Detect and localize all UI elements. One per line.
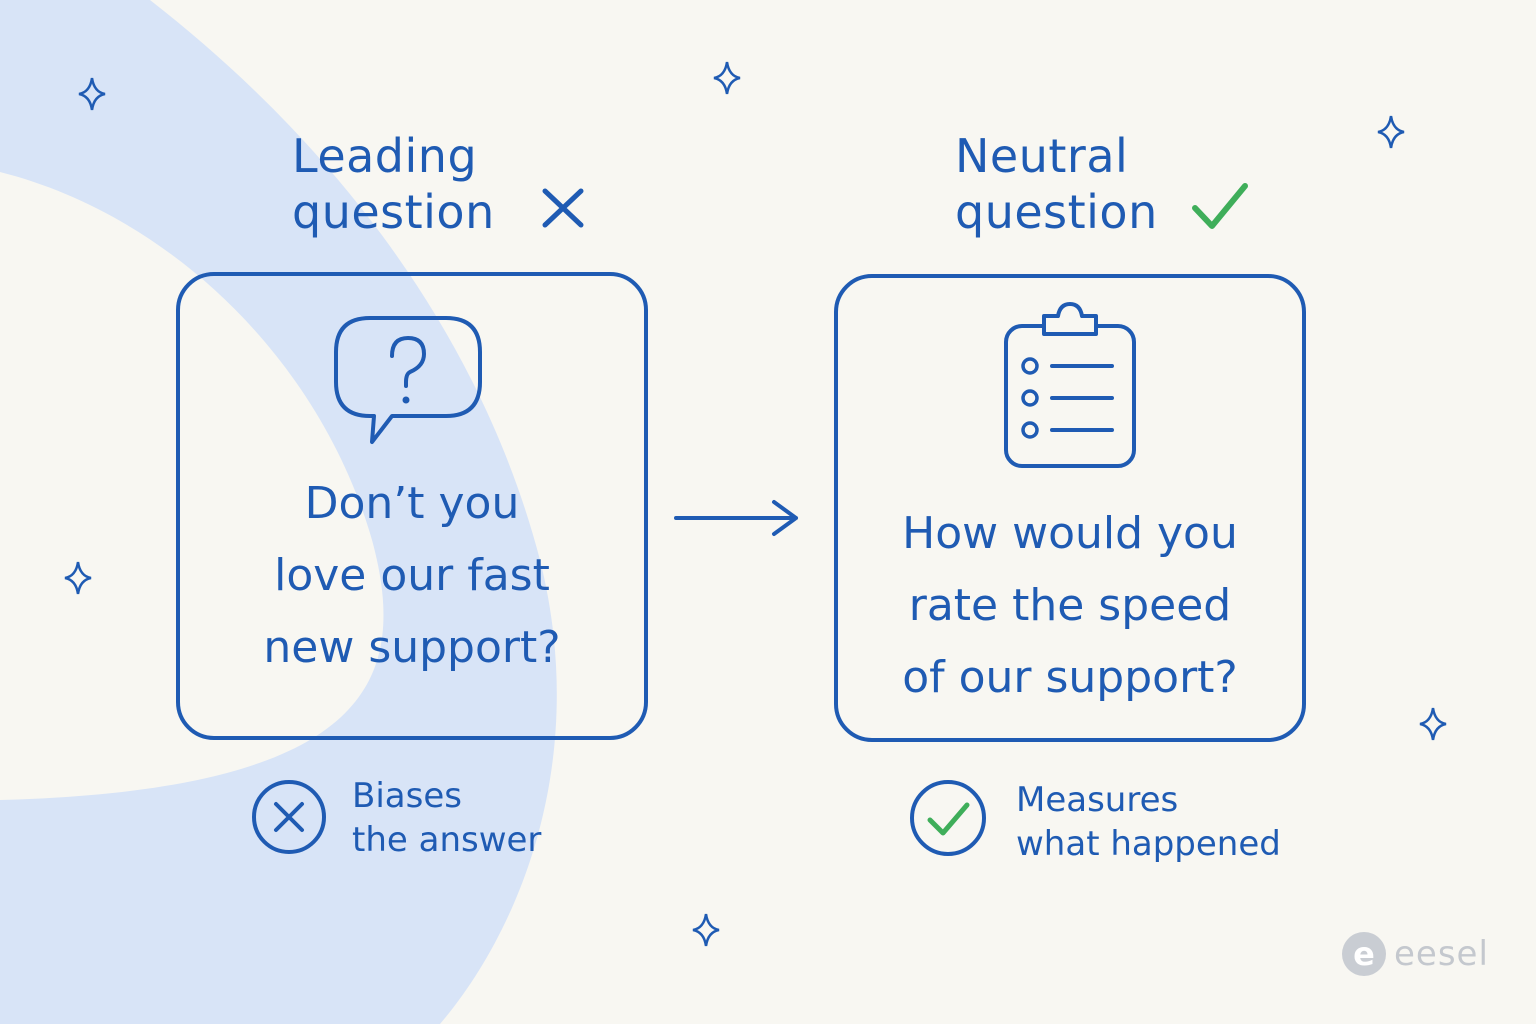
left-heading-line-1: Leading [292,129,478,183]
sparkle-icon [713,61,741,95]
x-circle-icon [252,780,326,854]
right-heading: Neutral question [955,128,1158,240]
right-verdict-line-2: what happened [1016,824,1281,864]
right-heading-line-1: Neutral [955,129,1129,183]
x-icon [542,188,584,228]
left-verdict-line-1: Biases [352,776,462,816]
eesel-logo-icon: e [1342,932,1386,976]
check-circle-icon [910,780,986,856]
question-speech-bubble-icon [334,316,482,444]
sparkle-icon [78,77,106,111]
left-verdict: Biases the answer [352,774,541,862]
check-icon [1192,183,1248,229]
neutral-question-card: How would you rate the speed of our supp… [834,274,1306,742]
right-verdict: Measures what happened [1016,778,1281,866]
leading-question-line-1: Don’t you [304,478,520,529]
sparkle-icon [692,913,720,947]
left-heading: Leading question [292,128,495,240]
neutral-question-line-1: How would you [902,508,1238,559]
clipboard-checklist-icon [1004,302,1136,468]
neutral-question-line-3: of our support? [902,652,1238,703]
brand-name: eesel [1394,934,1489,974]
brand-logo: e eesel [1342,932,1489,976]
leading-question-text: Don’t you love our fast new support? [180,468,644,684]
neutral-question-text: How would you rate the speed of our supp… [838,498,1302,714]
right-heading-line-2: question [955,185,1158,239]
left-verdict-line-2: the answer [352,820,542,860]
leading-question-card: Don’t you love our fast new support? [176,272,648,740]
right-arrow-icon [674,500,798,536]
sparkle-icon [64,561,92,595]
leading-question-line-3: new support? [263,622,561,673]
leading-question-line-2: love our fast [274,550,550,601]
neutral-question-line-2: rate the speed [908,580,1232,631]
right-verdict-line-1: Measures [1016,780,1179,820]
left-heading-line-2: question [292,185,495,239]
sparkle-icon [1377,115,1405,149]
sparkle-icon [1419,707,1447,741]
